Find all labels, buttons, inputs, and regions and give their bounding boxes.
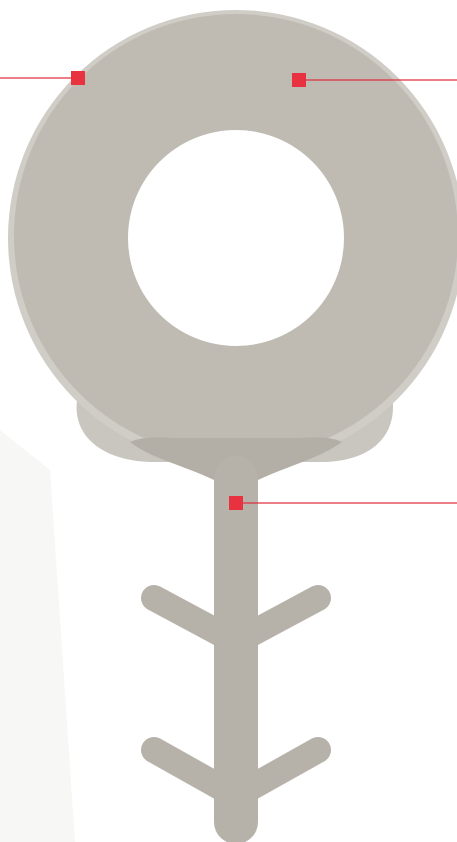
background-shadow	[0, 430, 75, 842]
callout-marker-stem[interactable]	[229, 496, 243, 510]
stem	[154, 478, 318, 822]
stoma-opening	[128, 130, 344, 346]
callout-marker-upper-left[interactable]	[71, 71, 85, 85]
callout-marker-upper-right[interactable]	[292, 73, 306, 87]
